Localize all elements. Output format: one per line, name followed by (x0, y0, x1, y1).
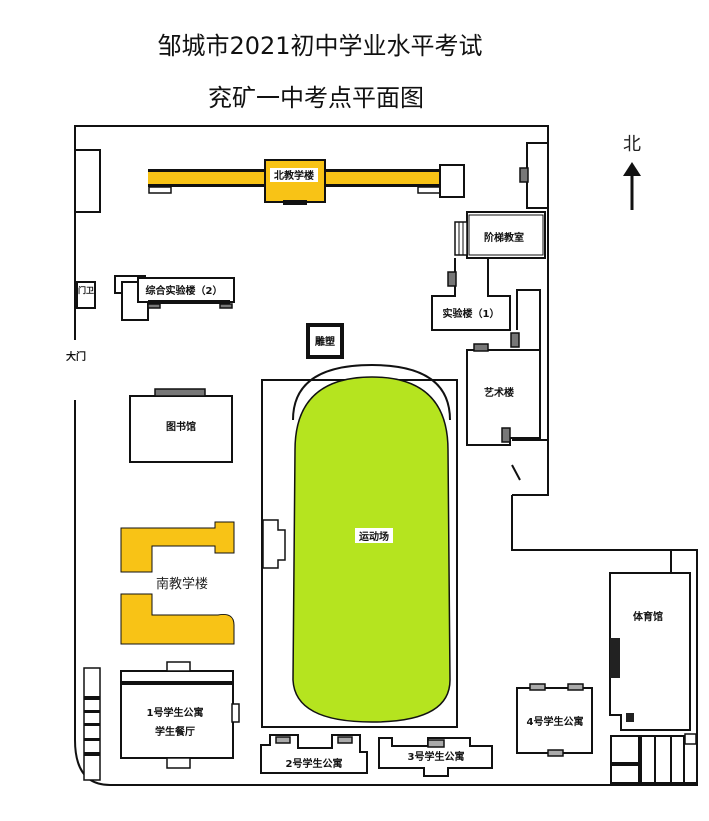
guard-house: 门卫 (76, 281, 96, 309)
side-building (74, 149, 101, 213)
art-building: 艺术楼 (466, 343, 548, 481)
lab-building-2: 综合实验楼（2） (114, 275, 235, 321)
map-title: 邹城市2021初中学业水平考试 (157, 32, 482, 60)
lab-building-1: 实验楼（1） (431, 258, 541, 350)
svg-text:1号学生公寓: 1号学生公寓 (147, 706, 204, 719)
bottom-right-structure (610, 733, 698, 784)
dorm-3: 3号学生公寓 (378, 737, 493, 777)
sculpture: 雕塑 (306, 323, 344, 359)
south-teaching-building: 南教学楼 (120, 521, 235, 645)
svg-text:体育馆: 体育馆 (633, 610, 663, 623)
dorm-2: 2号学生公寓 (260, 734, 368, 774)
lecture-hall: 阶梯教室 (454, 211, 546, 259)
svg-text:综合实验楼（2）: 综合实验楼（2） (146, 284, 223, 297)
svg-text:艺术楼: 艺术楼 (484, 386, 514, 399)
svg-text:雕塑: 雕塑 (315, 335, 335, 348)
north-label: 北 (623, 134, 641, 155)
north-teaching-building: 北教学楼 (148, 159, 465, 205)
north-arrow-icon: 北 (623, 134, 641, 210)
svg-text:3号学生公寓: 3号学生公寓 (408, 750, 465, 763)
svg-text:2号学生公寓: 2号学生公寓 (286, 757, 343, 770)
side-structure (83, 667, 101, 781)
svg-text:学生餐厅: 学生餐厅 (155, 725, 195, 738)
svg-text:4号学生公寓: 4号学生公寓 (527, 715, 584, 728)
map-subtitle: 兖矿一中考点平面图 (208, 84, 424, 112)
dorm-4: 4号学生公寓 (516, 683, 593, 757)
main-gate-label: 大门 (66, 350, 86, 363)
svg-text:实验楼（1）: 实验楼（1） (443, 307, 500, 320)
gymnasium: 体育馆 (609, 550, 691, 731)
svg-text:南教学楼: 南教学楼 (156, 576, 208, 592)
svg-text:北教学楼: 北教学楼 (274, 169, 314, 182)
library: 图书馆 (129, 388, 233, 463)
sports-field: 运动场 (261, 363, 458, 728)
side-building-east (526, 142, 549, 209)
svg-text:运动场: 运动场 (359, 530, 389, 543)
svg-text:阶梯教室: 阶梯教室 (484, 231, 524, 244)
svg-text:图书馆: 图书馆 (166, 420, 196, 433)
dorm-1-canteen: 1号学生公寓 学生餐厅 (120, 661, 240, 769)
svg-text:门卫: 门卫 (78, 285, 94, 295)
